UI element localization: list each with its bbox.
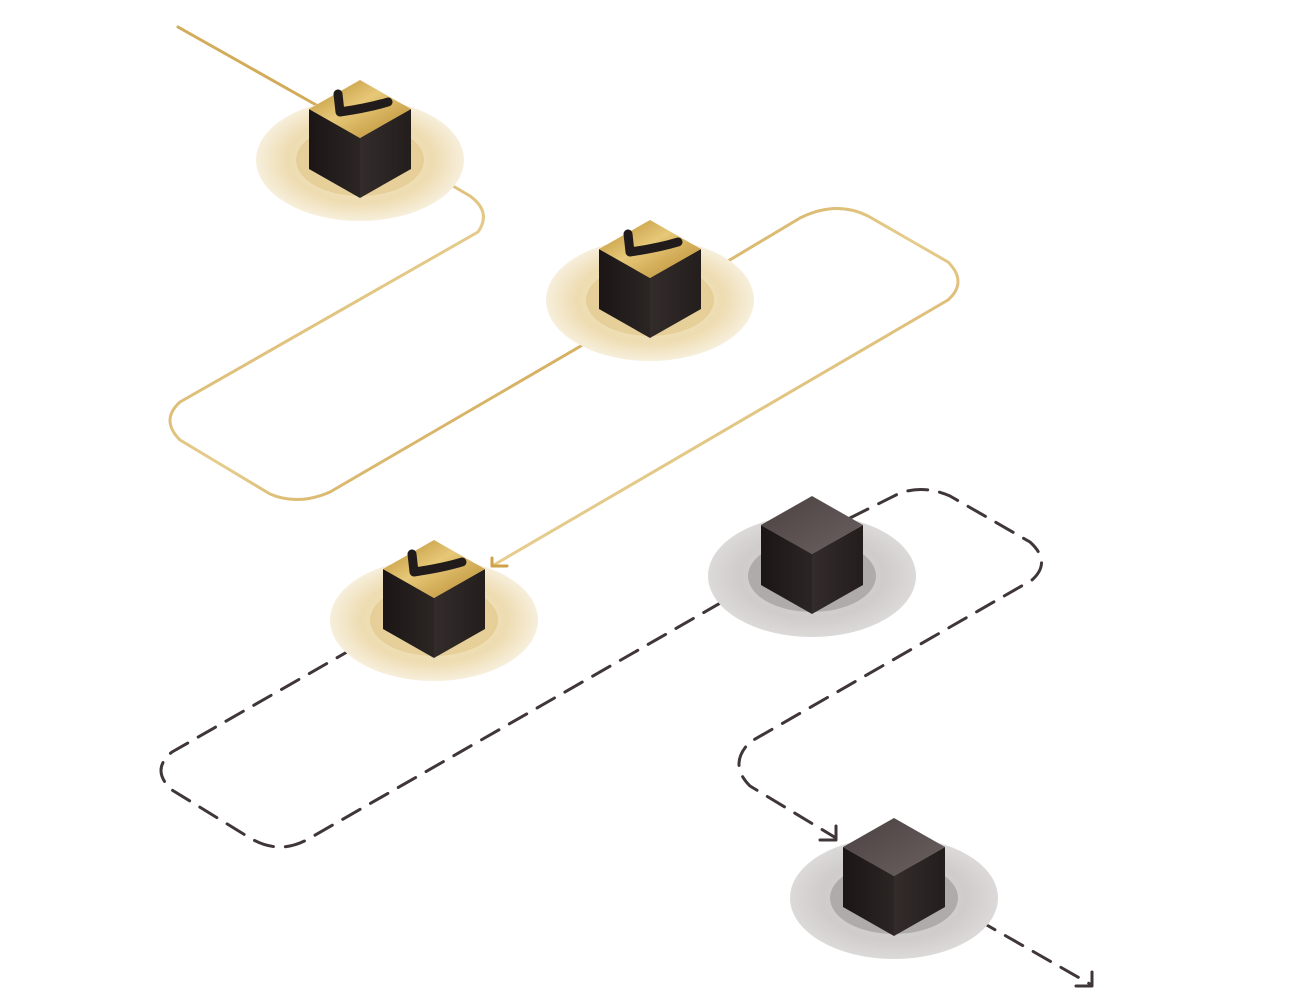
cube-right-face	[812, 525, 863, 614]
checkmark-icon	[333, 89, 393, 117]
entry-connector	[176, 25, 320, 108]
checkmark-icon	[623, 229, 683, 257]
pending-block-cube	[843, 818, 945, 936]
connector-block2-block3	[490, 206, 960, 568]
node-block-2	[546, 220, 754, 361]
arrowhead-gold	[490, 556, 509, 568]
cube-right-face	[434, 569, 485, 658]
cube-right-face	[360, 109, 411, 198]
completed-block-cube	[309, 80, 411, 198]
nodes-layer	[256, 80, 998, 959]
cube-left-face	[843, 847, 894, 936]
connector-block1-block2	[168, 150, 600, 501]
connector-block4-block5	[737, 488, 1043, 840]
node-block-1	[256, 80, 464, 221]
pending-block-cube	[761, 496, 863, 614]
cube-left-face	[599, 249, 650, 338]
arrowhead-dashed-2	[818, 824, 838, 842]
cube-left-face	[383, 569, 434, 658]
completed-block-cube	[599, 220, 701, 338]
cube-right-face	[894, 847, 945, 936]
node-block-4	[708, 496, 916, 637]
cube-left-face	[761, 525, 812, 614]
node-block-3	[330, 540, 538, 681]
cube-top-face	[843, 818, 945, 876]
arrowhead-dashed-exit	[1074, 970, 1094, 988]
cube-top-face	[761, 496, 863, 554]
cube-right-face	[650, 249, 701, 338]
cube-left-face	[309, 109, 360, 198]
checkmark-icon	[407, 549, 467, 577]
connector-block3-block4	[159, 568, 780, 849]
node-block-5	[790, 818, 998, 959]
completed-block-cube	[383, 540, 485, 658]
